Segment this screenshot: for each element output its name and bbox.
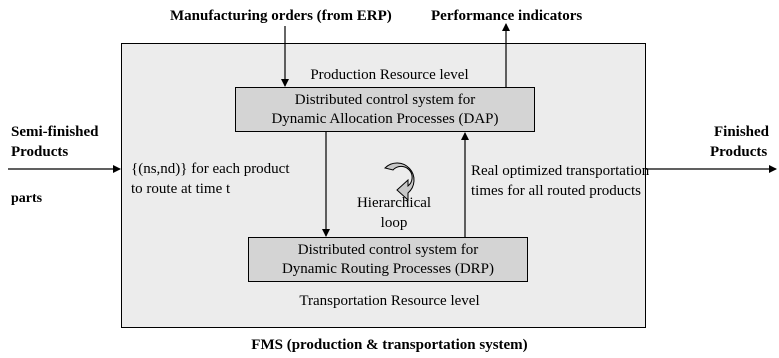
products-input-label: Products <box>11 144 69 160</box>
up-flow-line2: times for all routed products <box>471 183 641 199</box>
loop-icon <box>384 162 415 202</box>
finished-label: Finished <box>714 124 770 140</box>
dap-title-line1: Distributed control system for <box>294 92 476 108</box>
parts-label: parts <box>11 191 43 206</box>
manufacturing-orders-label: Manufacturing orders (from ERP) <box>170 8 392 24</box>
loop-label-line1: Hierarchical <box>356 195 432 211</box>
transportation-level-label: Transportation Resource level <box>299 293 480 309</box>
up-flow-line1: Real optimized transportation <box>471 163 650 179</box>
production-level-label: Production Resource level <box>310 67 469 83</box>
semi-finished-label: Semi-finished <box>11 124 99 140</box>
down-flow-line1: {(ns,nd)} for each product <box>131 161 290 177</box>
drp-title-line1: Distributed control system for <box>297 242 479 258</box>
performance-indicators-label: Performance indicators <box>431 8 583 24</box>
dap-box: Distributed control system for Dynamic A… <box>235 87 535 132</box>
dap-title-line2: Dynamic Allocation Processes (DAP) <box>271 111 499 127</box>
drp-title-line2: Dynamic Routing Processes (DRP) <box>281 261 495 277</box>
loop-label-line2: loop <box>380 215 408 231</box>
figure-caption: FMS (production & transportation system) <box>251 337 528 353</box>
drp-box: Distributed control system for Dynamic R… <box>248 237 528 282</box>
down-flow-line2: to route at time t <box>131 181 231 197</box>
products-output-label: Products <box>710 144 768 160</box>
